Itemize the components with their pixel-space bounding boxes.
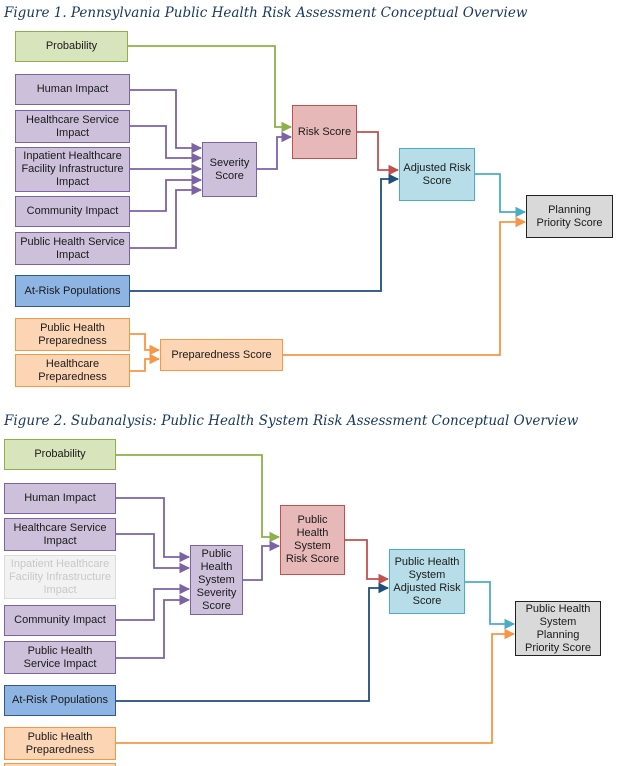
f1-community-to-severity bbox=[130, 174, 203, 212]
f1-severity-to-risk bbox=[257, 131, 293, 170]
f2-adjusted-to-planning bbox=[465, 581, 516, 630]
f1-adjusted-to-planning bbox=[475, 173, 527, 218]
f1-at-risk-to-adjusted bbox=[130, 173, 400, 292]
f1-inpatient-infrastructure-impact-box: Inpatient Healthcare Facility Infrastruc… bbox=[15, 147, 130, 192]
f1-ph-prep-to-prep-score bbox=[130, 333, 161, 356]
f1-severity-score-box: Severity Score bbox=[202, 142, 257, 197]
f2-community-to-severity bbox=[116, 583, 191, 621]
f2-adjusted-risk-score-box: Public Health System Adjusted Risk Score bbox=[389, 549, 465, 614]
f1-risk-to-adjusted bbox=[357, 131, 400, 176]
f2-cutoff-box-edge bbox=[4, 763, 116, 766]
f2-planning-priority-score-box: Public Health System Planning Priority S… bbox=[515, 601, 601, 656]
figure-1-title: Figure 1. Pennsylvania Public Health Ris… bbox=[4, 5, 528, 21]
f1-hc-prep-to-prep-score bbox=[130, 353, 161, 372]
f1-at-risk-populations-box: At-Risk Populations bbox=[15, 275, 130, 307]
f2-severity-score-box: Public Health System Severity Score bbox=[190, 545, 243, 615]
f2-risk-to-adjusted bbox=[345, 539, 390, 585]
f1-adjusted-risk-score-box: Adjusted Risk Score bbox=[399, 148, 475, 201]
f2-severity-to-risk bbox=[243, 540, 281, 581]
f2-public-health-preparedness-box: Public Health Preparedness bbox=[4, 727, 116, 760]
f1-public-health-service-to-severity bbox=[130, 184, 203, 249]
f2-risk-score-box: Public Health System Risk Score bbox=[280, 505, 345, 575]
f1-planning-priority-score-box: Planning Priority Score bbox=[526, 195, 613, 238]
f2-healthcare-service-to-severity bbox=[116, 533, 191, 574]
f1-community-impact-box: Community Impact bbox=[15, 196, 130, 227]
f2-ph-prep-to-planning bbox=[116, 628, 516, 744]
f1-probability-to-risk bbox=[128, 45, 293, 133]
f2-human-to-severity bbox=[116, 497, 191, 563]
f1-public-health-preparedness-box: Public Health Preparedness bbox=[15, 318, 130, 351]
f1-healthcare-service-to-severity bbox=[130, 125, 203, 164]
f2-human-impact-box: Human Impact bbox=[4, 483, 116, 514]
f1-risk-score-box: Risk Score bbox=[292, 105, 357, 159]
f2-public-health-service-to-severity bbox=[116, 594, 191, 659]
f2-at-risk-to-adjusted bbox=[116, 582, 390, 702]
f1-prep-score-to-planning bbox=[283, 216, 527, 356]
f1-healthcare-preparedness-box: Healthcare Preparedness bbox=[15, 354, 130, 387]
f1-probability-box: Probability bbox=[15, 31, 128, 62]
f1-preparedness-score-box: Preparedness Score bbox=[160, 339, 283, 371]
f2-community-impact-box: Community Impact bbox=[4, 605, 116, 636]
f2-public-health-service-impact-box: Public Health Service Impact bbox=[4, 641, 116, 674]
f1-healthcare-service-impact-box: Healthcare Service Impact bbox=[15, 110, 130, 143]
f1-public-health-service-impact-box: Public Health Service Impact bbox=[15, 232, 130, 265]
f2-inpatient-infrastructure-impact-box: Inpatient Healthcare Facility Infrastruc… bbox=[4, 555, 116, 599]
f2-probability-to-risk bbox=[116, 454, 281, 543]
f1-human-impact-box: Human Impact bbox=[15, 74, 130, 105]
f2-healthcare-service-impact-box: Healthcare Service Impact bbox=[4, 518, 116, 551]
f1-human-to-severity bbox=[130, 89, 203, 154]
f2-at-risk-populations-box: At-Risk Populations bbox=[4, 685, 116, 716]
figure-2-title: Figure 2. Subanalysis: Public Health Sys… bbox=[4, 413, 579, 429]
f2-probability-box: Probability bbox=[4, 439, 116, 470]
